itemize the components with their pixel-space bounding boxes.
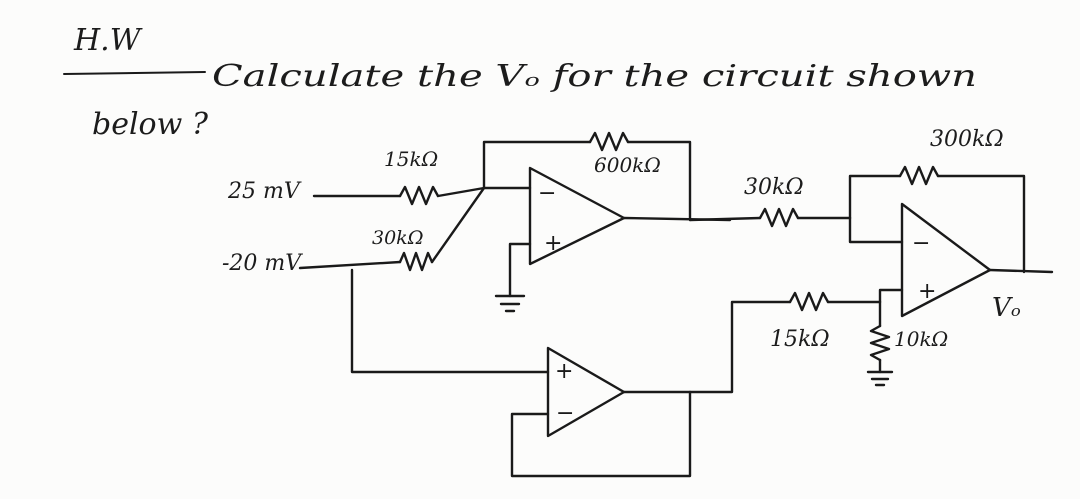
problem-line-2: below ? bbox=[92, 107, 209, 142]
problem-line-1: Calculate the Vₒ for the circuit shown bbox=[212, 59, 977, 94]
wire-opamp2-output bbox=[622, 300, 792, 394]
input-v1-label: 25 mV bbox=[227, 179, 302, 204]
resistor-15k-lower-label: 15kΩ bbox=[770, 327, 830, 352]
resistor-30k-input-label: 30kΩ bbox=[372, 227, 423, 249]
resistor-15k-icon bbox=[398, 185, 440, 206]
resistor-10k-label: 10kΩ bbox=[894, 327, 948, 351]
wire-feedback-600k bbox=[482, 140, 592, 190]
wire-feedback-300k-right bbox=[936, 174, 1026, 274]
hw-heading: H.W bbox=[73, 23, 143, 58]
opamp-2-plus-sign: + bbox=[555, 359, 573, 384]
wire-feedback-300k bbox=[848, 174, 902, 220]
ground-1-icon bbox=[494, 294, 526, 313]
wire-v2 bbox=[298, 260, 402, 270]
resistor-600k-icon bbox=[588, 131, 630, 152]
wire-r15k-to-node bbox=[436, 186, 486, 198]
opamp-2-triangle bbox=[546, 346, 626, 438]
resistor-15k-lower-icon bbox=[788, 291, 830, 312]
opamp-3-triangle bbox=[900, 202, 992, 318]
wire-feedback-600k-right bbox=[626, 140, 692, 222]
resistor-10k-icon bbox=[869, 324, 891, 362]
wire-opamp1-out-to-r30k bbox=[688, 216, 762, 222]
resistor-30k-input-icon bbox=[398, 251, 434, 272]
wire-r30k-to-node bbox=[430, 186, 486, 264]
resistor-15k-label: 15kΩ bbox=[384, 147, 438, 171]
opamp-3-minus-sign: − bbox=[912, 231, 930, 256]
opamp-3-plus-sign: + bbox=[918, 279, 936, 304]
wire-opamp3-plus bbox=[878, 288, 904, 304]
input-v2-label: -20 mV bbox=[222, 251, 303, 276]
wire-opamp3-output bbox=[988, 268, 1054, 274]
heading-underline bbox=[63, 71, 206, 75]
output-vo-label: Vₒ bbox=[992, 293, 1021, 323]
resistor-30k-mid-label: 30kΩ bbox=[744, 175, 804, 200]
resistor-300k-label: 300kΩ bbox=[930, 127, 1004, 152]
opamp-1-minus-sign: − bbox=[538, 181, 556, 206]
wire-opamp1-plus-ground bbox=[508, 242, 532, 298]
wire-opamp2-feedback bbox=[510, 390, 692, 478]
opamp-1-triangle bbox=[528, 166, 626, 266]
opamp-1-plus-sign: + bbox=[544, 231, 562, 256]
resistor-600k-label: 600kΩ bbox=[594, 153, 661, 177]
opamp-2-minus-sign: − bbox=[556, 401, 574, 426]
ground-2-icon bbox=[866, 358, 894, 387]
resistor-300k-icon bbox=[898, 165, 940, 186]
wire-v2-to-buffer bbox=[350, 268, 550, 374]
resistor-30k-mid-icon bbox=[758, 207, 800, 228]
wire-node2-to-opamp3-minus bbox=[848, 216, 904, 244]
